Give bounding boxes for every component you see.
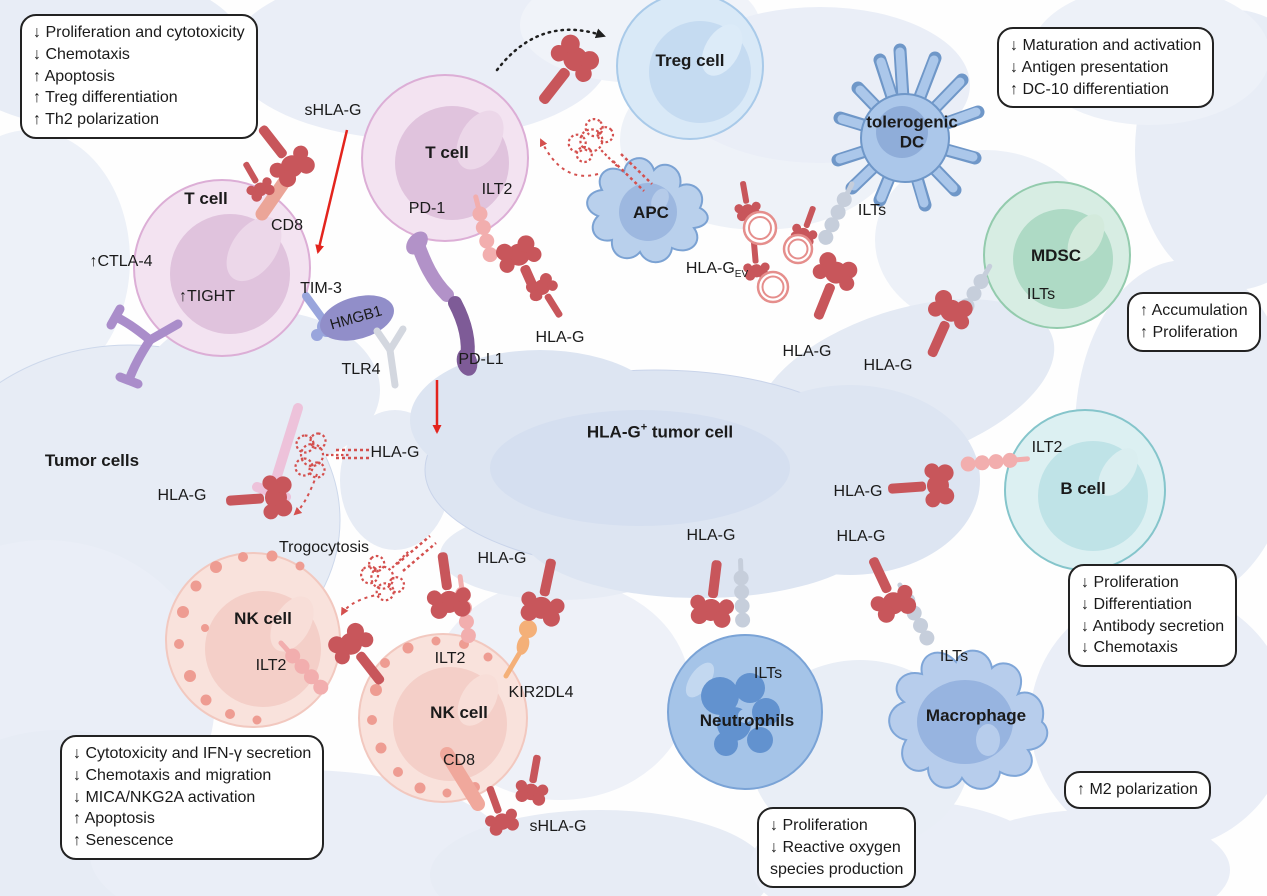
b-cell-effect-line: ↓ Antibody secretion [1081, 617, 1225, 635]
neutrophil-effects-box: ↓ Proliferation ↓ Reactive oxygen specie… [757, 807, 917, 889]
nk-effect-line: ↑ Apoptosis [73, 810, 155, 828]
tolerogenic-dc-cell [831, 43, 985, 212]
t-cell-effect-line: ↑ Treg differentiation [33, 89, 178, 107]
treg-cell [616, 0, 764, 140]
macrophage-cell [888, 649, 1049, 790]
macrophage-effects-box: ↑ M2 polarization [1064, 771, 1211, 809]
pd1-receptor [406, 231, 454, 302]
t-cell-effect-line: ↓ Chemotaxis [33, 45, 130, 63]
t-cell-effects-box: ↓ Proliferation and cytotoxicity ↓ Chemo… [20, 14, 258, 139]
tcell-to-treg-arrow [495, 28, 606, 72]
nk-cell-left [165, 550, 341, 728]
nk-effect-line: ↓ MICA/NKG2A activation [73, 788, 256, 806]
trogocytosis-dashed-molecules [294, 112, 653, 607]
dc-effects-box: ↓ Maturation and activation ↓ Antigen pr… [997, 27, 1215, 109]
shlag-to-tim3-arrow [315, 129, 349, 254]
tlr4-receptor [373, 325, 407, 389]
t-cell-effect-line: ↑ Th2 polarization [33, 111, 159, 128]
nk-effect-line: ↓ Chemotaxis and migration [73, 766, 272, 784]
b-cell-effect-line: ↓ Chemotaxis [1081, 639, 1178, 657]
nk-trogocytosis-arrow-2 [341, 593, 382, 616]
nk-effect-line: ↑ Senescence [73, 832, 174, 849]
neutrophil-effect-line: ↓ Proliferation [770, 817, 868, 834]
apc-trogocytosis-arrow [539, 138, 599, 177]
neutrophil-effect-line: ↓ Reactive oxygen [770, 838, 901, 856]
cd8-receptor-nk [440, 747, 485, 811]
mdsc-effects-box: ↑ Accumulation ↑ Proliferation [1127, 292, 1261, 352]
macrophage-effect-line: ↑ M2 polarization [1077, 781, 1198, 798]
dc-effect-line: ↓ Antigen presentation [1010, 58, 1169, 76]
hlag-ev-vesicles [742, 210, 814, 304]
dc-effect-line: ↓ Maturation and activation [1010, 37, 1202, 54]
t-cell-effect-line: ↓ Proliferation and cytotoxicity [33, 24, 245, 41]
t-cell-center [361, 74, 529, 242]
arrows [293, 28, 606, 616]
tumor-cell-main [410, 299, 1055, 600]
neutrophil-cell [667, 634, 823, 790]
apc-cell [586, 157, 709, 263]
mdsc-effect-line: ↑ Accumulation [1140, 302, 1248, 319]
neutrophil-effect-line: species production [770, 860, 904, 878]
nk-cell-center [358, 633, 528, 803]
nk-trogocytosis-arrow-1 [293, 473, 318, 516]
mdsc-effect-line: ↑ Proliferation [1140, 323, 1238, 341]
b-cell-effect-line: ↓ Proliferation [1081, 574, 1179, 591]
ctla4-receptor [106, 304, 183, 389]
t-cell-left [133, 179, 311, 357]
b-cell [1004, 409, 1166, 571]
b-cell-effect-line: ↓ Differentiation [1081, 595, 1192, 613]
b-cell-effects-box: ↓ Proliferation ↓ Differentiation ↓ Anti… [1068, 564, 1238, 667]
nk-effects-box: ↓ Cytotoxicity and IFN-γ secretion ↓ Che… [60, 735, 325, 860]
t-cell-effect-line: ↑ Apoptosis [33, 67, 115, 85]
kir2dl4-receptor [503, 620, 537, 679]
pdl1-ligand [448, 296, 478, 376]
mdsc-cell [983, 181, 1131, 329]
dc-effect-line: ↑ DC-10 differentiation [1010, 80, 1169, 98]
nk-effect-line: ↓ Cytotoxicity and IFN-γ secretion [73, 745, 312, 762]
